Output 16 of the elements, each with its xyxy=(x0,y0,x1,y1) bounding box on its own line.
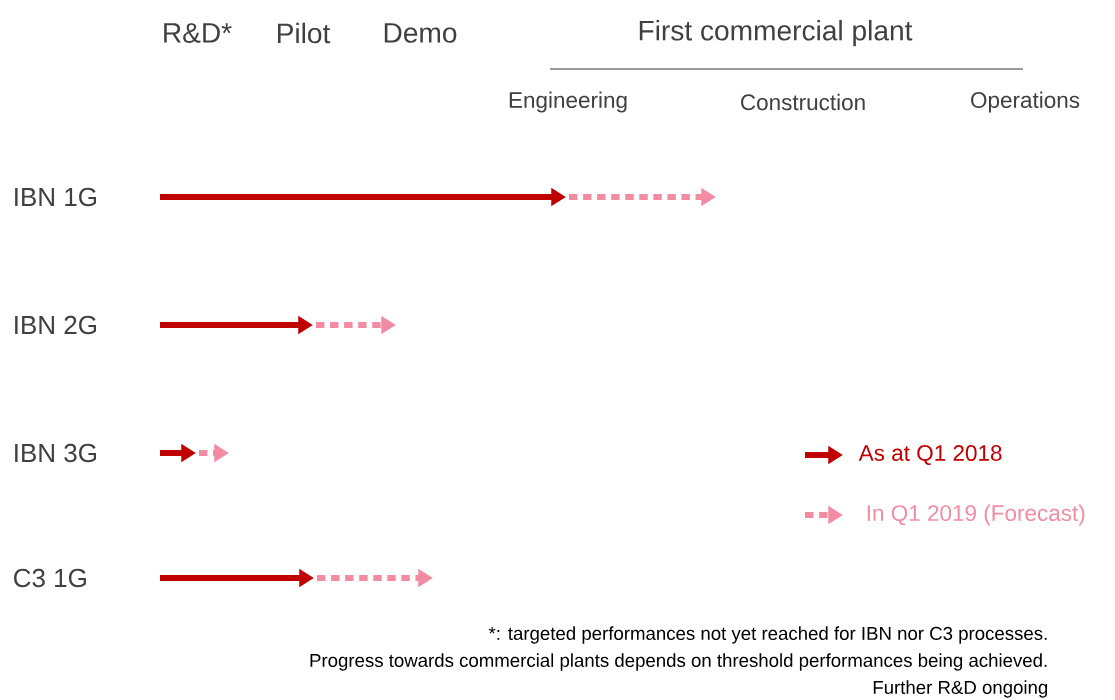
stage-heading: Pilot xyxy=(277,22,331,44)
footnote: *: targeted performances not yet reached for IBN nor C3 processes. xyxy=(488,626,1047,644)
footnote: Progress towards commercial plants depends on threshold performances being achieved. xyxy=(310,653,1047,671)
stage-heading: First commercial plant xyxy=(639,19,913,47)
stage-heading: R&D* xyxy=(164,23,232,43)
stage-heading: Demo xyxy=(384,23,457,43)
phase-heading: Construction xyxy=(741,93,865,111)
row-label: IBN 1G xyxy=(15,187,97,207)
row-label: IBN 3G xyxy=(15,443,97,463)
phase-heading: Operations xyxy=(971,91,1080,113)
row-label: C3 1G xyxy=(14,568,86,588)
legend-text: As at Q1 2018 xyxy=(858,445,1002,465)
footnote: Further R&D ongoing xyxy=(873,680,1048,698)
legend-text: In Q1 2019 (Forecast) xyxy=(867,504,1085,526)
phase-heading: Engineering xyxy=(509,91,627,113)
row-label: IBN 2G xyxy=(15,315,97,335)
